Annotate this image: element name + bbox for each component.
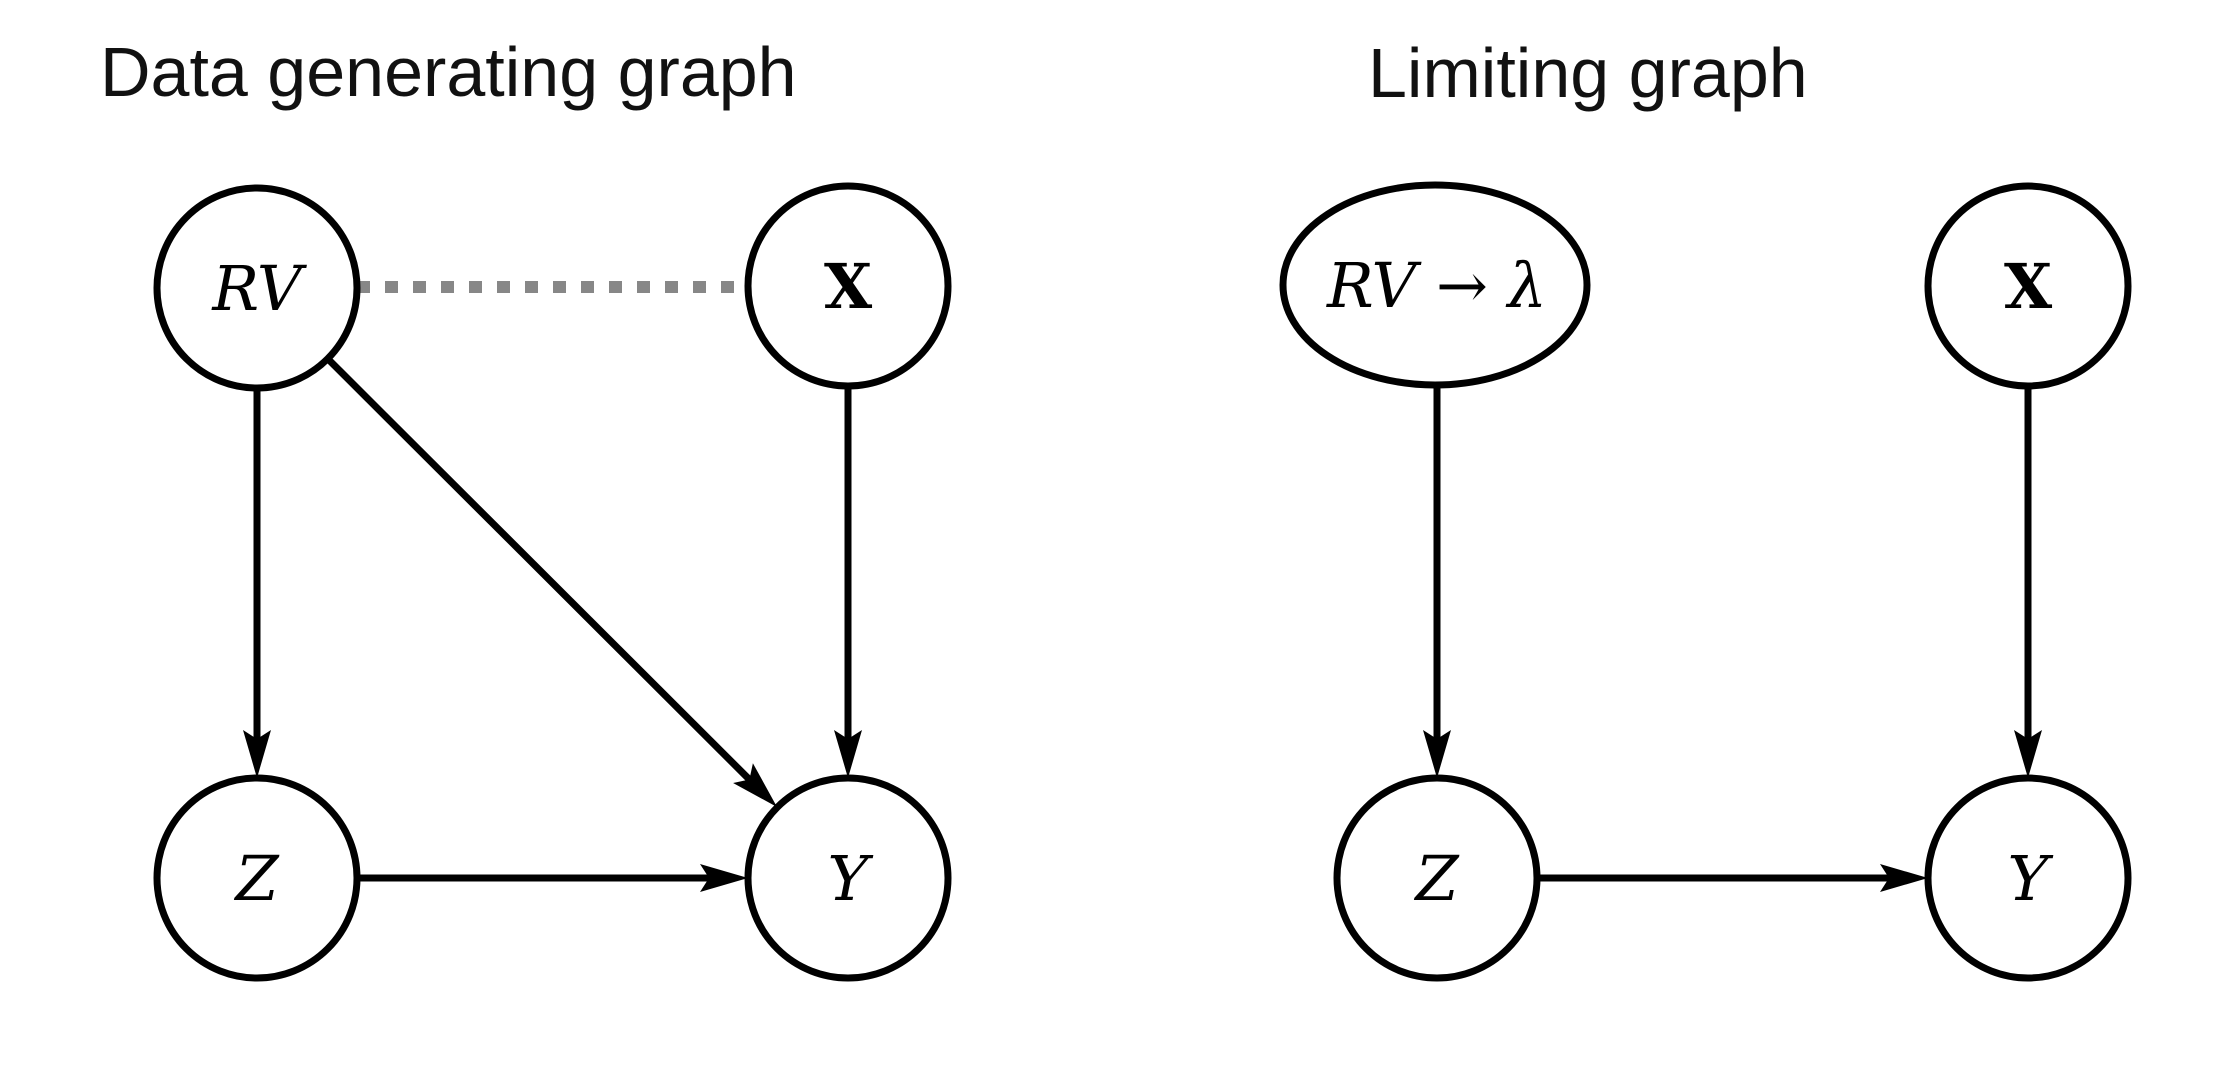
node-z-label: Z [233,842,279,915]
right-graph: Limiting graph RV → λ X Z Y [1279,34,2132,982]
arrowhead-rv-to-y [733,763,777,807]
node-z-right: Z [1333,774,1541,982]
arrowhead-x-to-y-right [2014,730,2042,778]
node-y-circle [744,774,952,982]
node-y-right-circle [1924,774,2132,982]
node-rv-lambda-label: RV → λ [1326,249,1547,322]
node-rv-circle [153,184,361,392]
node-x-label: X [824,250,873,323]
node-y: Y [744,774,952,982]
node-rv-lambda: RV → λ [1279,181,1591,389]
node-y-right-label: Y [2008,842,2054,915]
node-z: Z [153,774,361,982]
arrowhead-rvlambda-to-z [1423,730,1451,778]
node-x-right-circle [1924,182,2132,390]
node-z-right-label: Z [1413,842,1459,915]
node-x-circle [744,182,952,390]
edge-rv-to-y [325,356,752,782]
arrowhead-x-to-y [834,730,862,778]
arrowhead-rv-to-z [243,730,271,778]
node-y-right: Y [1924,774,2132,982]
node-rv-label: RV [211,252,307,325]
node-z-right-circle [1333,774,1541,982]
left-graph-title: Data generating graph [100,33,797,111]
node-z-circle [153,774,361,982]
node-x-right: X [1924,182,2132,390]
node-rv: RV [153,184,361,392]
node-rv-lambda-ellipse [1279,181,1591,389]
arrowhead-z-to-y [700,864,748,892]
node-y-label: Y [828,842,874,915]
arrowhead-z-to-y-right [1880,864,1928,892]
node-x: X [744,182,952,390]
left-graph: Data generating graph RV X Z Y [100,33,952,982]
right-graph-title: Limiting graph [1368,34,1808,112]
node-x-right-label: X [2004,250,2053,323]
